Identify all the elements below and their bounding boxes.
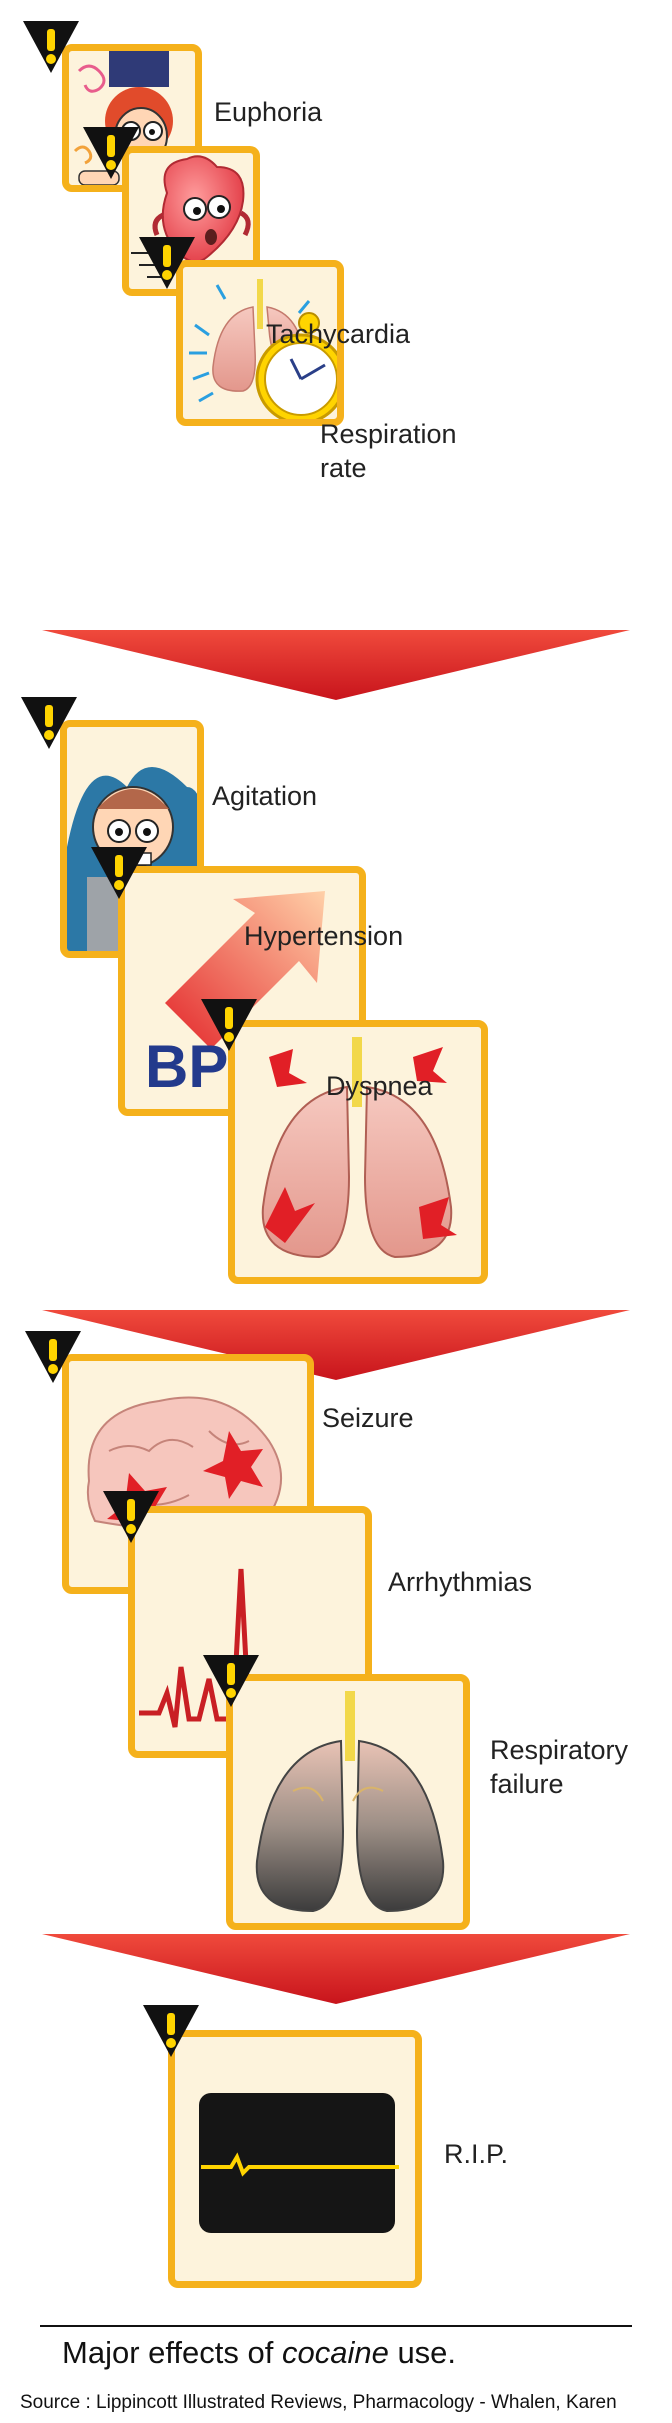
figure-caption: Major effects of cocaine use. <box>62 2335 456 2371</box>
effect-label-respiration-rate: Respiration rate <box>320 419 457 483</box>
flatline-monitor-icon <box>199 2093 399 2233</box>
warning-icon <box>203 1655 259 1707</box>
bp-badge: BP <box>145 1033 228 1100</box>
racing-heart-icon <box>131 155 251 278</box>
effect-card-respiratory-failure <box>226 1674 470 1930</box>
warning-icon <box>143 2005 199 2057</box>
effect-label-rip: R.I.P. <box>444 2139 509 2169</box>
progression-arrow <box>42 1310 630 1380</box>
progression-arrow <box>42 1934 630 2004</box>
effect-label-arrhythmias: Arrhythmias <box>388 1567 533 1597</box>
effect-label-dyspnea: Dyspnea <box>326 1071 433 1101</box>
progression-arrow <box>42 630 630 700</box>
warning-icon <box>91 847 147 899</box>
effect-label-respiratory-failure: Respiratory failure <box>490 1735 629 1799</box>
warning-icon <box>201 999 257 1051</box>
effect-label-seizure: Seizure <box>322 1403 414 1433</box>
warning-icon <box>83 127 139 179</box>
effect-label-euphoria: Euphoria <box>214 97 323 127</box>
warning-icon <box>23 21 79 73</box>
caption-drug: cocaine <box>281 2335 389 2370</box>
caption-suffix: use. <box>388 2335 457 2370</box>
source-citation: Source : Lippincott Illustrated Reviews,… <box>20 2392 617 2413</box>
warning-icon <box>25 1331 81 1383</box>
lungs-distress-icon <box>261 1037 457 1259</box>
effect-label-agitation: Agitation <box>212 781 318 811</box>
warning-icon <box>139 237 195 289</box>
effect-label-hypertension: Hypertension <box>244 921 404 951</box>
effect-card-dyspnea <box>228 1020 488 1284</box>
effect-label-tachycardia: Tachycardia <box>266 319 411 349</box>
blood-pressure-arrow-icon: BP <box>145 891 325 1100</box>
caption-prefix: Major effects of <box>62 2335 282 2370</box>
effect-card-rip <box>168 2030 422 2288</box>
caption-divider <box>40 2325 632 2327</box>
effect-card-respiration-rate <box>176 260 344 426</box>
failing-lungs-icon <box>255 1691 445 1913</box>
warning-icon <box>103 1491 159 1543</box>
warning-icon <box>21 697 77 749</box>
lungs-stopwatch-icon <box>189 279 337 419</box>
